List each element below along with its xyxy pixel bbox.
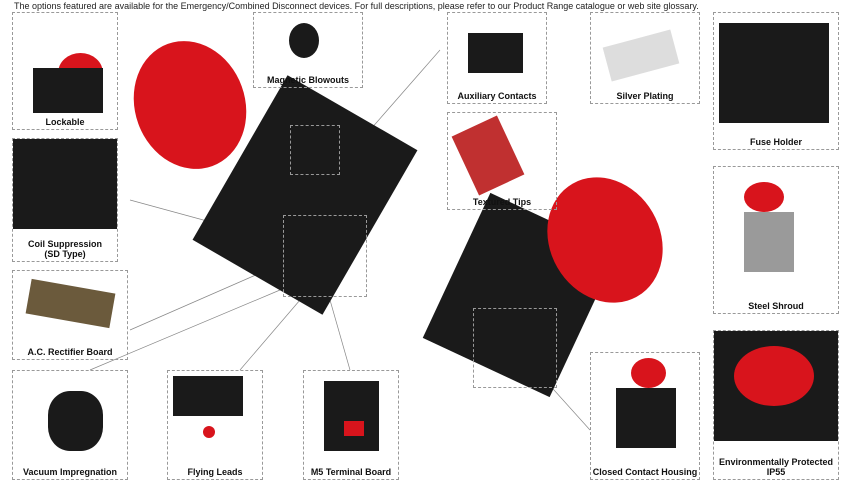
detail-frame xyxy=(473,308,557,388)
option-textured-tips: Textured Tips xyxy=(447,112,557,210)
option-magnetic-blowouts: Magnetic Blowouts xyxy=(253,12,363,88)
option-ac-rectifier-board: A.C. Rectifier Board xyxy=(12,270,128,360)
option-environmentally-protected-ip55: Environmentally Protected IP55 xyxy=(713,330,839,480)
option-vacuum-impregnation: Vacuum Impregnation xyxy=(12,370,128,480)
option-flying-leads: Flying Leads xyxy=(167,370,263,480)
option-silver-plating: Silver Plating xyxy=(590,12,700,104)
option-closed-contact-housing: Closed Contact Housing xyxy=(590,352,700,480)
header-note: The options featured are available for t… xyxy=(14,1,699,11)
option-steel-shroud: Steel Shroud xyxy=(713,166,839,314)
detail-frame xyxy=(290,125,340,175)
option-auxiliary-contacts: Auxiliary Contacts xyxy=(447,12,547,104)
option-m5-terminal-board: M5 Terminal Board xyxy=(303,370,399,480)
option-lockable: Lockable xyxy=(12,12,118,130)
detail-frame xyxy=(283,215,367,297)
option-fuse-holder: Fuse Holder xyxy=(713,12,839,150)
option-coil-suppression: Coil Suppression (SD Type) xyxy=(12,138,118,262)
